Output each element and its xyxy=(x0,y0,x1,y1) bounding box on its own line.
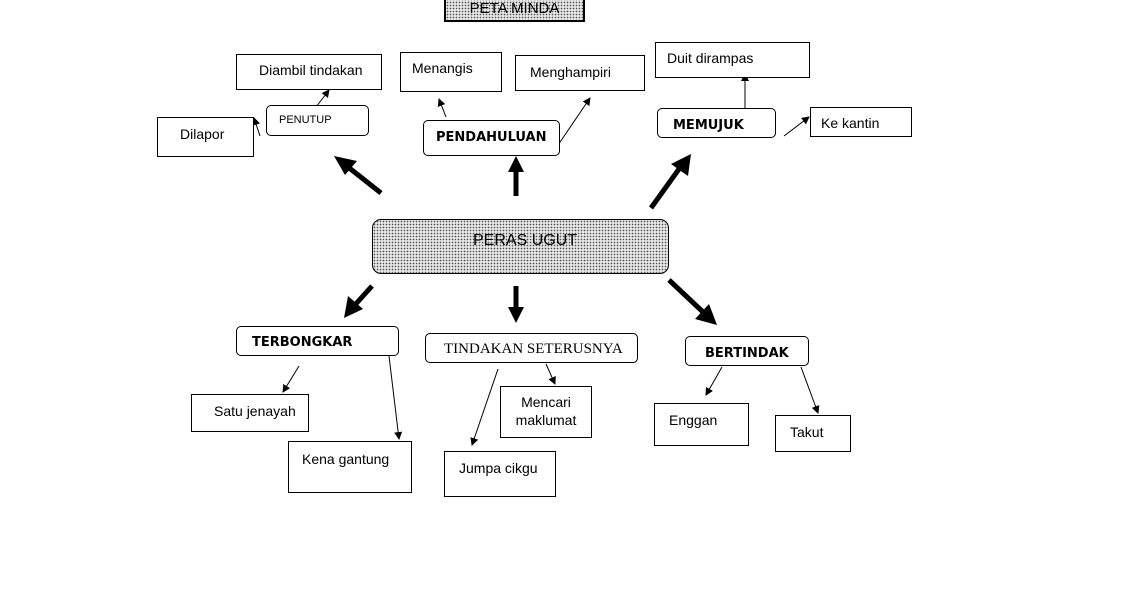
node-pendahuluan: PENDAHULUAN xyxy=(423,120,560,156)
node-ke-kantin-label: Ke kantin xyxy=(821,115,880,131)
node-kena-gantung: Kena gantung xyxy=(288,441,412,493)
node-ke-kantin: Ke kantin xyxy=(810,107,912,137)
node-menghampiri-label: Menghampiri xyxy=(530,64,611,80)
node-duit-dirampas: Duit dirampas xyxy=(655,42,810,78)
node-memujuk: MEMUJUK xyxy=(657,108,776,138)
node-menangis: Menangis xyxy=(400,52,502,92)
node-menghampiri: Menghampiri xyxy=(515,55,645,91)
thick-arrows xyxy=(334,154,717,325)
node-duit-dirampas-label: Duit dirampas xyxy=(667,50,754,66)
node-mencari-maklumat-label: Mencari maklumat xyxy=(515,394,577,428)
node-diambil-tindakan: Diambil tindakan xyxy=(236,54,382,90)
node-menangis-label: Menangis xyxy=(412,60,473,76)
node-penutup-label: PENUTUP xyxy=(279,114,332,126)
node-enggan-label: Enggan xyxy=(669,412,718,428)
node-satu-jenayah: Satu jenayah xyxy=(191,394,309,432)
node-terbongkar: TERBONGKAR xyxy=(236,326,399,356)
center-node-label: PERAS UGUT xyxy=(473,232,578,249)
center-node: PERAS UGUT xyxy=(372,219,669,274)
thin-arrows xyxy=(252,73,820,446)
node-tindakan-seterusnya-label: TINDAKAN SETERUSNYA xyxy=(444,341,623,357)
node-memujuk-label: MEMUJUK xyxy=(673,118,744,133)
node-enggan: Enggan xyxy=(654,403,749,446)
node-terbongkar-label: TERBONGKAR xyxy=(252,335,353,350)
node-takut-label: Takut xyxy=(790,424,824,440)
node-diambil-tindakan-label: Diambil tindakan xyxy=(259,62,363,78)
node-dilapor: Dilapor xyxy=(157,117,254,157)
node-penutup: PENUTUP xyxy=(266,105,369,136)
node-mencari-maklumat: Mencari maklumat xyxy=(500,386,592,438)
title-text: PETA MINDA xyxy=(469,0,560,17)
node-kena-gantung-label: Kena gantung xyxy=(302,451,390,467)
node-jumpa-cikgu-label: Jumpa cikgu xyxy=(459,460,538,476)
node-tindakan-seterusnya: TINDAKAN SETERUSNYA xyxy=(425,333,638,363)
node-pendahuluan-label: PENDAHULUAN xyxy=(436,130,547,145)
node-bertindak-label: BERTINDAK xyxy=(705,346,789,361)
node-satu-jenayah-label: Satu jenayah xyxy=(214,403,296,419)
title-box: PETA MINDA xyxy=(444,0,585,22)
node-jumpa-cikgu: Jumpa cikgu xyxy=(444,451,556,497)
node-takut: Takut xyxy=(775,415,851,452)
node-dilapor-label: Dilapor xyxy=(180,126,225,142)
node-bertindak: BERTINDAK xyxy=(685,336,809,366)
